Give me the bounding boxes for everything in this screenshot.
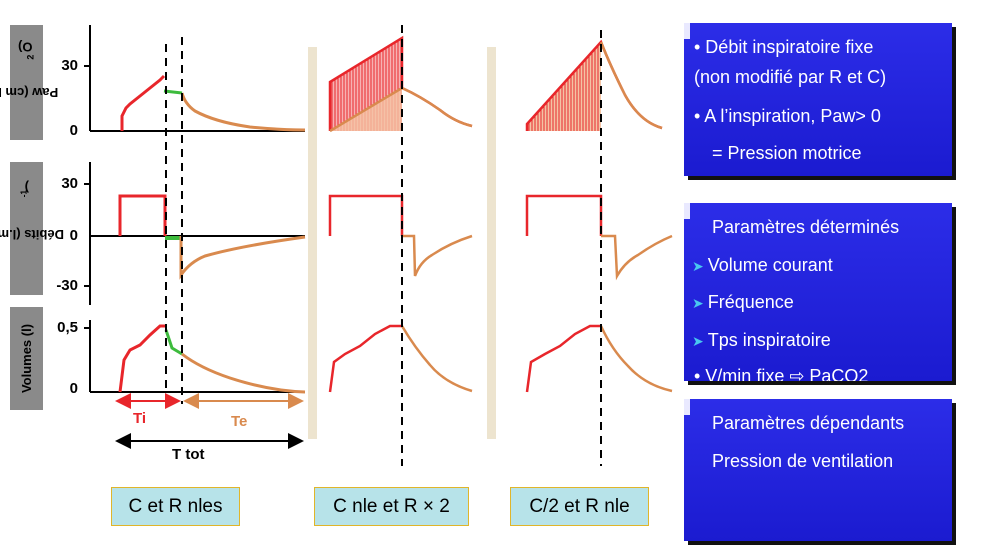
tick-label: -30 [56, 277, 78, 294]
dashed-lines [165, 25, 602, 466]
tick-label: 0 [69, 122, 78, 139]
volume-axis-label: Volumes (l) [10, 307, 43, 410]
flow-curve-col2 [328, 194, 473, 277]
box-line: (non modifié par R et C) [694, 67, 887, 87]
box-corner [684, 203, 690, 219]
volume-curve-col2 [328, 324, 473, 393]
volume-curve-col3 [525, 324, 673, 393]
box-line: • V/min fixe ⇨ PaCO2 [694, 366, 869, 381]
tick-label: 0 [69, 380, 78, 397]
axes-col1 [84, 25, 305, 393]
arrow-bullet-icon: ➤ [692, 258, 704, 274]
box-corner [684, 23, 690, 39]
ttot-label: T tot [172, 446, 205, 463]
te-label: Te [231, 413, 248, 430]
tick-label: 0 [69, 227, 78, 244]
arrow-bullet-icon: ➤ [692, 295, 704, 311]
box-title: Paramètres déterminés [712, 217, 900, 237]
box-title: Paramètres dépendants [712, 413, 905, 433]
separator-bar [487, 47, 496, 439]
flow-curve-col3 [525, 194, 673, 281]
paw-axis-label: Paw (cm H2O) [0, 25, 58, 140]
flow-axis-label: Débits (l.mn-1) [0, 162, 64, 295]
caption-col2: C nle et R × 2 [314, 487, 469, 526]
info-box-dependent: Paramètres dépendants Pression de ventil… [684, 399, 952, 541]
volume-curve-col1 [118, 324, 306, 394]
box-item: ➤Fréquence [692, 292, 794, 312]
info-box-determined: Paramètres déterminés ➤Volume courant ➤F… [684, 203, 952, 381]
box-line: • A l’inspiration, Paw> 0 [694, 106, 881, 126]
info-box-fixed-flow: • Débit inspiratoire fixe (non modifié p… [684, 23, 952, 176]
box-item: ➤Tps inspiratoire [692, 330, 831, 350]
paw-curve-col1 [120, 74, 306, 132]
caption-col3: C/2 et R nle [510, 487, 649, 526]
arrow-bullet-icon: ➤ [692, 333, 704, 349]
box-line: = Pression motrice [712, 143, 862, 163]
tick-label: 30 [61, 57, 78, 74]
box-corner [684, 399, 690, 415]
box-line: • Débit inspiratoire fixe [694, 37, 874, 57]
paw-curve-col3 [525, 39, 663, 131]
tick-label: 30 [61, 175, 78, 192]
tick-label: 0,5 [57, 319, 78, 336]
separator-bar [308, 47, 317, 439]
ti-label: Ti [133, 410, 147, 427]
timing-arrows [115, 393, 304, 449]
box-line: Pression de ventilation [712, 451, 894, 471]
box-item: ➤Volume courant [692, 255, 833, 275]
caption-col1: C et R nles [111, 487, 240, 526]
